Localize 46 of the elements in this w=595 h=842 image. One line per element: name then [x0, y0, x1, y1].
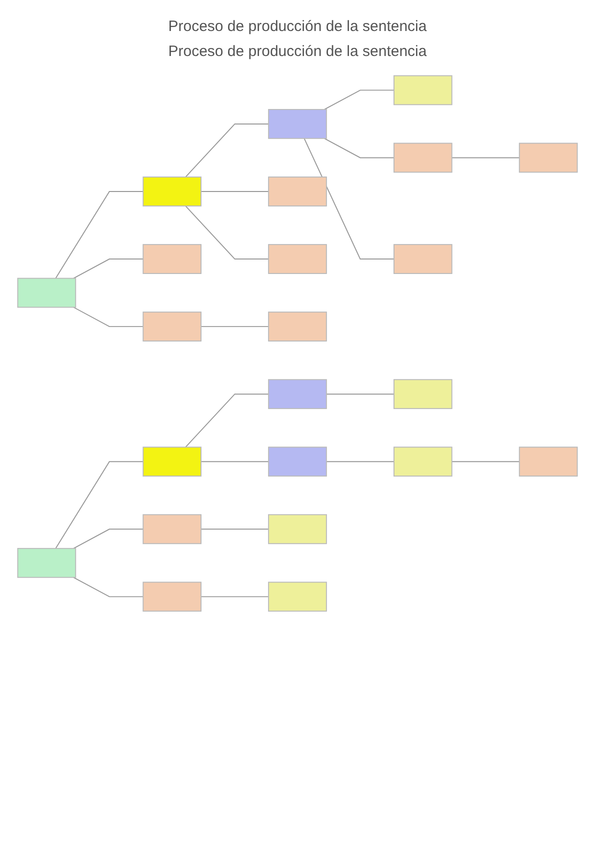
node-box — [142, 176, 202, 206]
node-box — [17, 278, 76, 308]
connector — [326, 461, 394, 462]
node-box — [268, 176, 327, 206]
node-box — [268, 244, 327, 274]
section-title: Proceso de producción de la sentencia — [167, 43, 428, 60]
node-box — [268, 379, 327, 410]
connector — [73, 528, 144, 549]
connector — [304, 138, 394, 260]
node-box — [142, 514, 202, 544]
node-box — [142, 244, 202, 274]
connector — [185, 205, 270, 260]
connector — [200, 596, 270, 598]
node-box — [268, 109, 327, 139]
node-box — [17, 548, 76, 578]
connector — [324, 138, 394, 158]
connector — [200, 191, 270, 192]
node-box — [394, 142, 452, 173]
node-box — [394, 379, 452, 410]
connector — [200, 461, 270, 462]
connector — [185, 123, 270, 178]
diagram-title: Proceso de producción de la sentencia — [167, 18, 428, 35]
node-box — [394, 446, 452, 477]
connector — [200, 528, 270, 530]
node-box — [394, 244, 452, 274]
node-box — [142, 312, 202, 342]
node-box — [394, 75, 452, 106]
connector — [185, 394, 270, 448]
node-box — [518, 142, 578, 173]
connector — [73, 258, 144, 279]
connector — [451, 157, 520, 158]
node-box — [268, 514, 327, 544]
node-box — [268, 312, 327, 342]
node-box — [268, 446, 327, 477]
connector — [326, 394, 394, 395]
node-box — [142, 446, 202, 477]
connector — [73, 576, 144, 598]
node-box — [518, 446, 578, 477]
connector — [73, 306, 144, 328]
connector — [324, 90, 394, 110]
node-box — [268, 582, 327, 612]
connector — [55, 191, 144, 279]
connector — [451, 461, 520, 462]
connector — [55, 461, 144, 549]
connector — [200, 326, 270, 328]
node-box — [142, 582, 202, 612]
